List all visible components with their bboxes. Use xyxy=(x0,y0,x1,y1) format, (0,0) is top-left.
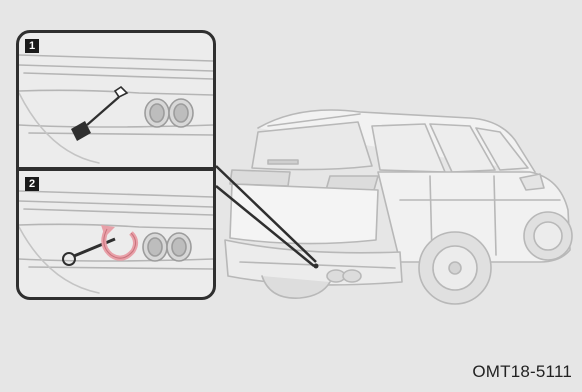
step-2-panel xyxy=(19,171,213,297)
step-2-illustration xyxy=(19,171,213,297)
step-1-illustration xyxy=(19,33,213,167)
detail-inset: 1 2 xyxy=(16,30,216,300)
step-1-badge: 1 xyxy=(25,39,39,53)
step-2-badge: 2 xyxy=(25,177,39,191)
tow-hook-point xyxy=(314,264,319,269)
screwdriver-icon xyxy=(71,87,127,141)
step-1-panel xyxy=(19,33,213,167)
figure-code: OMT18-5111 xyxy=(472,362,572,382)
rotate-clockwise-icon xyxy=(101,225,136,258)
